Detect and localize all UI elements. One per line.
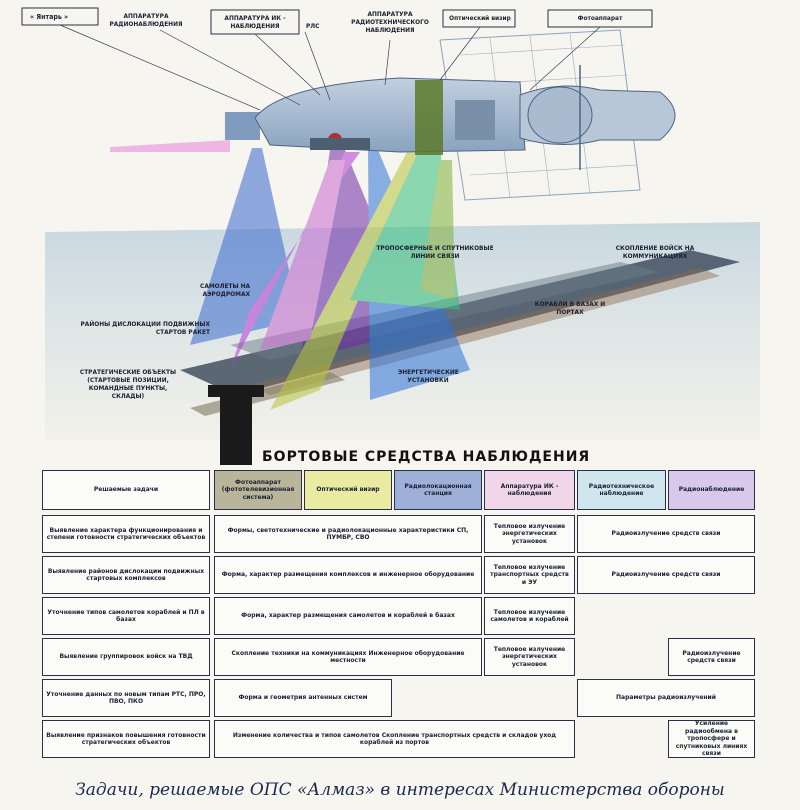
callout-boxes — [21, 7, 653, 35]
label-troposphere: ТРОПОСФЕРНЫЕ И СПУТНИКОВЫЕ ЛИНИИ СВЯЗИ — [376, 244, 494, 260]
row-task-label: Уточнение данных по новым типам РТС, ПРО… — [42, 679, 210, 717]
table-cell: Скопление техники на коммуникациях Инжен… — [214, 638, 482, 676]
column-header: Аппаратура ИК - наблюдения — [484, 470, 575, 510]
table-cell: Форма и геометрия антенных систем — [214, 679, 392, 717]
row-task-label: Выявление характера функционирования и с… — [42, 515, 210, 553]
table-cell: Тепловое излучение транспортных средств … — [484, 556, 575, 594]
table-cell: Форма, характер размещения самолетов и к… — [214, 597, 482, 635]
table-cell: Параметры радиоизлучений — [577, 679, 755, 717]
station-scene — [21, 7, 760, 465]
callout-rls: РЛС — [306, 22, 320, 30]
label-troops: СКОПЛЕНИЕ ВОЙСК НА КОММУНИКАЦИЯХ — [615, 244, 695, 260]
row-task-label: Выявление признаков повышения готовности… — [42, 720, 210, 758]
table-cell: Радиоизлучение средств связи — [668, 638, 755, 676]
table-cell: Тепловое излучение энергетических устано… — [484, 638, 575, 676]
callout-photo: Фотоаппарат — [577, 14, 623, 22]
table-cell: Усиление радиообмена в тропосфере и спут… — [668, 720, 755, 758]
label-ships: КОРАБЛИ В БАЗАХ И ПОРТАХ — [534, 300, 606, 316]
observation-beams — [190, 148, 470, 410]
caption: Задачи, решаемые ОПС «Алмаз» в интересах… — [75, 780, 725, 800]
callout-radio-app: АППАРАТУРА РАДИОНАБЛЮДЕНИЯ — [109, 12, 183, 28]
missile-silo-icon — [208, 385, 264, 465]
callout-lines — [59, 24, 601, 111]
callout-yantar: « Янтарь » — [30, 13, 69, 21]
table-cell: Радиоизлучение средств связи — [577, 515, 755, 553]
table-cell: Изменение количества и типов самолетов С… — [214, 720, 575, 758]
column-header: Радионаблюдение — [668, 470, 755, 510]
row-task-label: Уточнение типов самолетов кораблей и ПЛ … — [42, 597, 210, 635]
label-missiles: РАЙОНЫ ДИСЛОКАЦИИ ПОДВИЖНЫХ СТАРТОВ РАКЕ… — [80, 320, 210, 336]
label-strategic: СТРАТЕГИЧЕСКИЕ ОБЪЕКТЫ (СТАРТОВЫЕ ПОЗИЦИ… — [79, 368, 177, 400]
column-header: Оптический визир — [304, 470, 392, 510]
label-planes: САМОЛЕТЫ НА АЭРОДРОМАХ — [200, 282, 250, 298]
callout-optic: Оптический визир — [449, 14, 511, 22]
column-header: Радиотехническое наблюдение — [577, 470, 666, 510]
row-task-label: Выявление группировок войск на ТВД — [42, 638, 210, 676]
callout-ik-app: АППАРАТУРА ИК - НАБЛЮДЕНИЯ — [224, 14, 286, 30]
table-cell: Форма, характер размещения комплексов и … — [214, 556, 482, 594]
table-corner-header: Решаемые задачи — [42, 470, 210, 510]
station-body — [110, 29, 676, 201]
label-energy: ЭНЕРГЕТИЧЕСКИЕ УСТАНОВКИ — [398, 368, 459, 384]
main-title: БОРТОВЫЕ СРЕДСТВА НАБЛЮДЕНИЯ — [262, 449, 591, 465]
row-task-label: Выявление районов дислокации подвижных с… — [42, 556, 210, 594]
callout-radiotech-app: АППАРАТУРА РАДИОТЕХНИЧЕСКОГО НАБЛЮДЕНИЯ — [351, 10, 429, 34]
table-cell: Формы, светотехнические и радиолокационн… — [214, 515, 482, 553]
table-cell: Тепловое излучение самолетов и кораблей — [484, 597, 575, 635]
table-cell: Тепловое излучение энергетических устано… — [484, 515, 575, 553]
table-cell: Радиоизлучение средств связи — [577, 556, 755, 594]
column-header: Фотоаппарат (фототелевизионная система) — [214, 470, 302, 510]
column-header: Радиолокационная станция — [394, 470, 482, 510]
